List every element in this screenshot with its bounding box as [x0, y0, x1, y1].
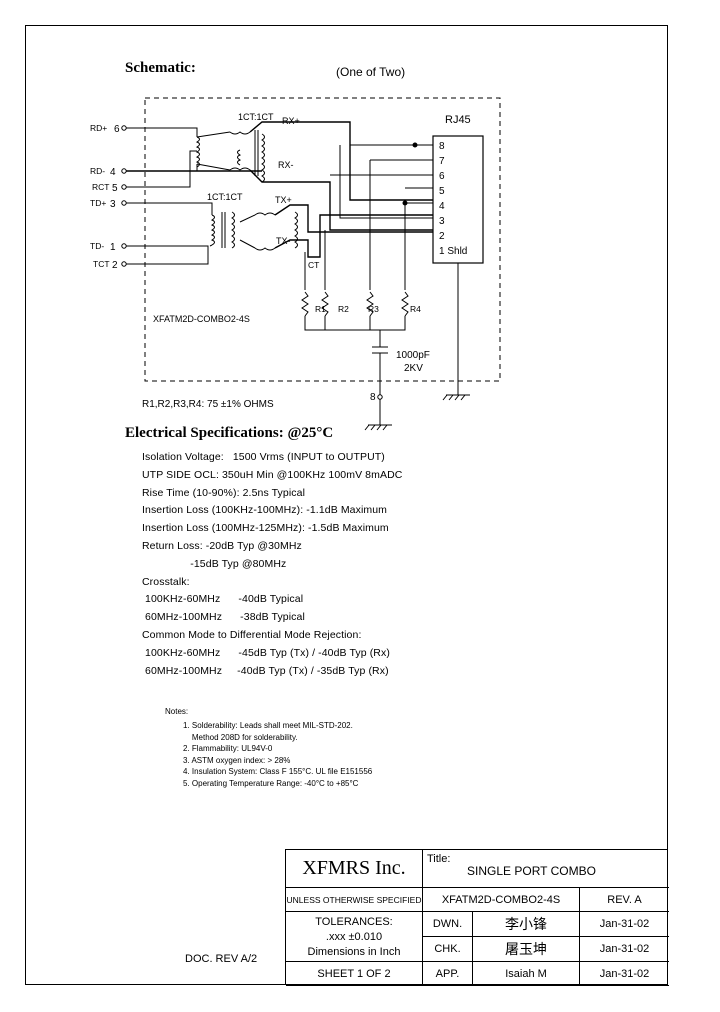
note-item: Method 208D for solderability. [183, 732, 298, 742]
tolerance-cell: TOLERANCES: .xxx ±0.010 Dimensions in In… [286, 912, 423, 962]
rx-plus-label: RX+ [282, 116, 300, 126]
pin-label: RCT [92, 182, 109, 192]
pin-label: TD- [90, 241, 104, 251]
pin-label: TD+ [90, 198, 106, 208]
company-name: XFMRS Inc. [286, 850, 423, 888]
resistor-r4 [401, 291, 409, 317]
pin-number: 5 [112, 183, 118, 194]
spec-line: 100KHz-60MHz -40dB Typical [142, 593, 304, 606]
app-date: Jan-31-02 [580, 962, 669, 986]
electrical-heading: Electrical Specifications: @25°C [125, 425, 334, 441]
drawing-border [25, 25, 668, 985]
note-item: 1. Solderability: Leads shall meet MIL-S… [183, 721, 353, 730]
notes-heading: Notes: [165, 707, 189, 716]
part-number: XFATM2D-COMBO2-4S [423, 888, 580, 912]
pin-number: 2 [112, 260, 118, 271]
dwn-date: Jan-31-02 [580, 912, 669, 937]
connector-pin: 4 [439, 201, 445, 212]
pin-terminals [121, 125, 127, 267]
dwn-label: DWN. [423, 912, 473, 937]
connector-pin: 3 [439, 216, 445, 227]
ground-symbol [364, 399, 392, 431]
rx-minus-label: RX- [278, 160, 294, 170]
pin-label: RD- [90, 166, 105, 176]
spec-line: 60MHz-100MHz -40dB Typ (Tx) / -35dB Typ … [142, 664, 389, 677]
note-item: 2. Flammability: UL94V-0 [183, 744, 273, 753]
sheet-number: SHEET 1 OF 2 [286, 962, 423, 986]
chk-signature: 屠玉坤 [473, 937, 580, 962]
left-pin-labels: RD+ 6 RD- 4 RCT 5 TD+ 3 TD- 1 TCT 2 [90, 123, 120, 271]
connector-pin: 7 [439, 156, 445, 167]
connector-pin: 8 [439, 141, 445, 152]
ct-label: CT [308, 260, 319, 270]
connector-pin: 2 [439, 231, 445, 242]
schematic-diagram: RJ45 8 7 6 5 4 3 2 1 Shld RD+ 6 RD- 4 RC… [90, 97, 501, 431]
pin-number: 1 [110, 242, 116, 253]
title-label: Title: [427, 853, 451, 865]
tolerance-value: .xxx ±0.010 [325, 931, 383, 943]
chk-date: Jan-31-02 [580, 937, 669, 962]
tx-plus-label: TX+ [275, 195, 292, 205]
spec-line: Return Loss: -20dB Typ @30MHz [142, 539, 302, 552]
pin-label: TCT [93, 259, 110, 269]
pin-number: 3 [110, 199, 116, 210]
pin-number: 6 [114, 124, 120, 135]
page-note: (One of Two) [336, 65, 406, 79]
part-label: XFATM2D-COMBO2-4S [153, 314, 250, 324]
pin-number: 4 [110, 167, 116, 178]
tx-minus-label: TX- [276, 236, 291, 246]
connector-pin: 5 [439, 186, 445, 197]
spec-line: Common Mode to Differential Mode Rejecti… [142, 628, 362, 641]
spec-line: Insertion Loss (100MHz-125MHz): -1.5dB M… [142, 522, 389, 535]
app-name: Isaiah M [473, 962, 580, 986]
cap-voltage: 2KV [404, 363, 423, 374]
title-block: XFMRS Inc. Title: SINGLE PORT COMBO UNLE… [285, 849, 669, 986]
spec-line: 60MHz-100MHz -38dB Typical [142, 611, 305, 624]
capacitor [372, 330, 388, 395]
spec-line: -15dB Typ @80MHz [142, 557, 287, 570]
spec-line: 100KHz-60MHz -45dB Typ (Tx) / -40dB Typ … [142, 646, 390, 659]
drawing-title: SINGLE PORT COMBO [467, 864, 596, 878]
module-outline [144, 97, 501, 382]
pin-label: RD+ [90, 123, 107, 133]
note-item: 4. Insulation System: Class F 155°C. UL … [183, 767, 373, 776]
schematic-heading: Schematic: [125, 60, 196, 76]
resistor-label: R3 [368, 304, 379, 314]
app-label: APP. [423, 962, 473, 986]
resistor-r1 [301, 291, 309, 317]
dimension-units: Dimensions in Inch [307, 946, 401, 958]
unless-specified: UNLESS OTHERWISE SPECIFIED [286, 888, 423, 912]
resistor-r3 [366, 291, 374, 317]
note-item: 5. Operating Temperature Range: -40°C to… [183, 778, 359, 788]
connector-pin-labels: 8 7 6 5 4 3 2 1 Shld [439, 141, 467, 257]
connector-pin: 6 [439, 171, 445, 182]
spec-line: UTP SIDE OCL: 350uH Min @100KHz 100mV 8m… [142, 468, 403, 481]
ground-pin-label: 8 [370, 392, 376, 403]
shield-ground-symbol [442, 263, 470, 401]
spec-line: Isolation Voltage: 1500 Vrms (INPUT to O… [142, 451, 385, 463]
chk-label: CHK. [423, 937, 473, 962]
notes-list: 1. Solderability: Leads shall meet MIL-S… [183, 721, 372, 790]
spec-line: Rise Time (10-90%): 2.5ns Typical [142, 486, 306, 499]
rx-ratio-label: 1CT:1CT [238, 112, 274, 122]
revision: REV. A [580, 888, 669, 912]
dwn-signature: 李小锋 [473, 912, 580, 937]
spec-line: Insertion Loss (100KHz-100MHz): -1.1dB M… [142, 504, 388, 517]
resistor-note: R1,R2,R3,R4: 75 ±1% OHMS [142, 399, 274, 410]
spec-line: Crosstalk: [142, 575, 190, 588]
doc-revision: DOC. REV A/2 [185, 953, 258, 965]
tx-ratio-label: 1CT:1CT [207, 192, 243, 202]
title-cell: Title: SINGLE PORT COMBO [423, 850, 669, 888]
note-item: 3. ASTM oxygen index: > 28% [183, 755, 291, 765]
resistor-label: R4 [410, 304, 421, 314]
electrical-specs: Isolation Voltage: 1500 Vrms (INPUT to O… [142, 451, 402, 682]
connector-pin: 1 Shld [439, 246, 467, 257]
resistor-r2 [321, 291, 329, 317]
cap-value: 1000pF [396, 350, 430, 361]
connector-label: RJ45 [445, 114, 471, 126]
tolerance-heading: TOLERANCES: [315, 916, 393, 928]
resistor-label: R2 [338, 304, 349, 314]
resistor-label: R1 [315, 304, 326, 314]
